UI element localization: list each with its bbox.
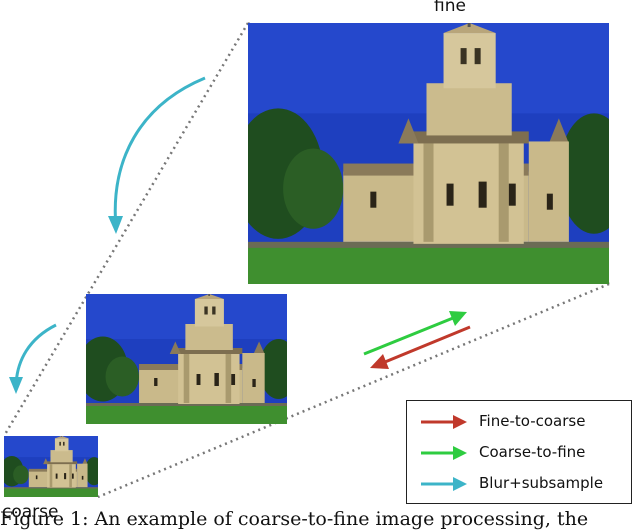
medium-image	[86, 294, 287, 424]
legend-item-fine-to-coarse: Fine-to-coarse	[407, 407, 631, 437]
coarse-to-fine-arrow	[363, 311, 467, 356]
legend-label: Coarse-to-fine	[479, 443, 586, 461]
coarse-image	[4, 436, 98, 497]
figure-caption: Figure 1: An example of coarse-to-fine i…	[0, 508, 589, 530]
coarse-label: coarse	[2, 502, 59, 522]
legend-label: Blur+subsample	[479, 474, 604, 492]
legend-label: Fine-to-coarse	[479, 412, 586, 430]
blur-subsample-arrow-small	[9, 323, 57, 394]
legend: Fine-to-coarse Coarse-to-fine Blur+subsa…	[406, 400, 632, 504]
fine-label: fine	[434, 0, 466, 16]
blur-subsample-arrow-large	[108, 76, 206, 234]
green-arrow-icon	[421, 446, 467, 460]
red-arrow-icon	[421, 415, 467, 429]
legend-item-blur-subsample: Blur+subsample	[407, 469, 631, 499]
legend-item-coarse-to-fine: Coarse-to-fine	[407, 438, 631, 468]
cyan-arrow-icon	[421, 477, 467, 491]
fine-image	[248, 23, 609, 284]
fine-to-coarse-arrow	[370, 325, 471, 369]
